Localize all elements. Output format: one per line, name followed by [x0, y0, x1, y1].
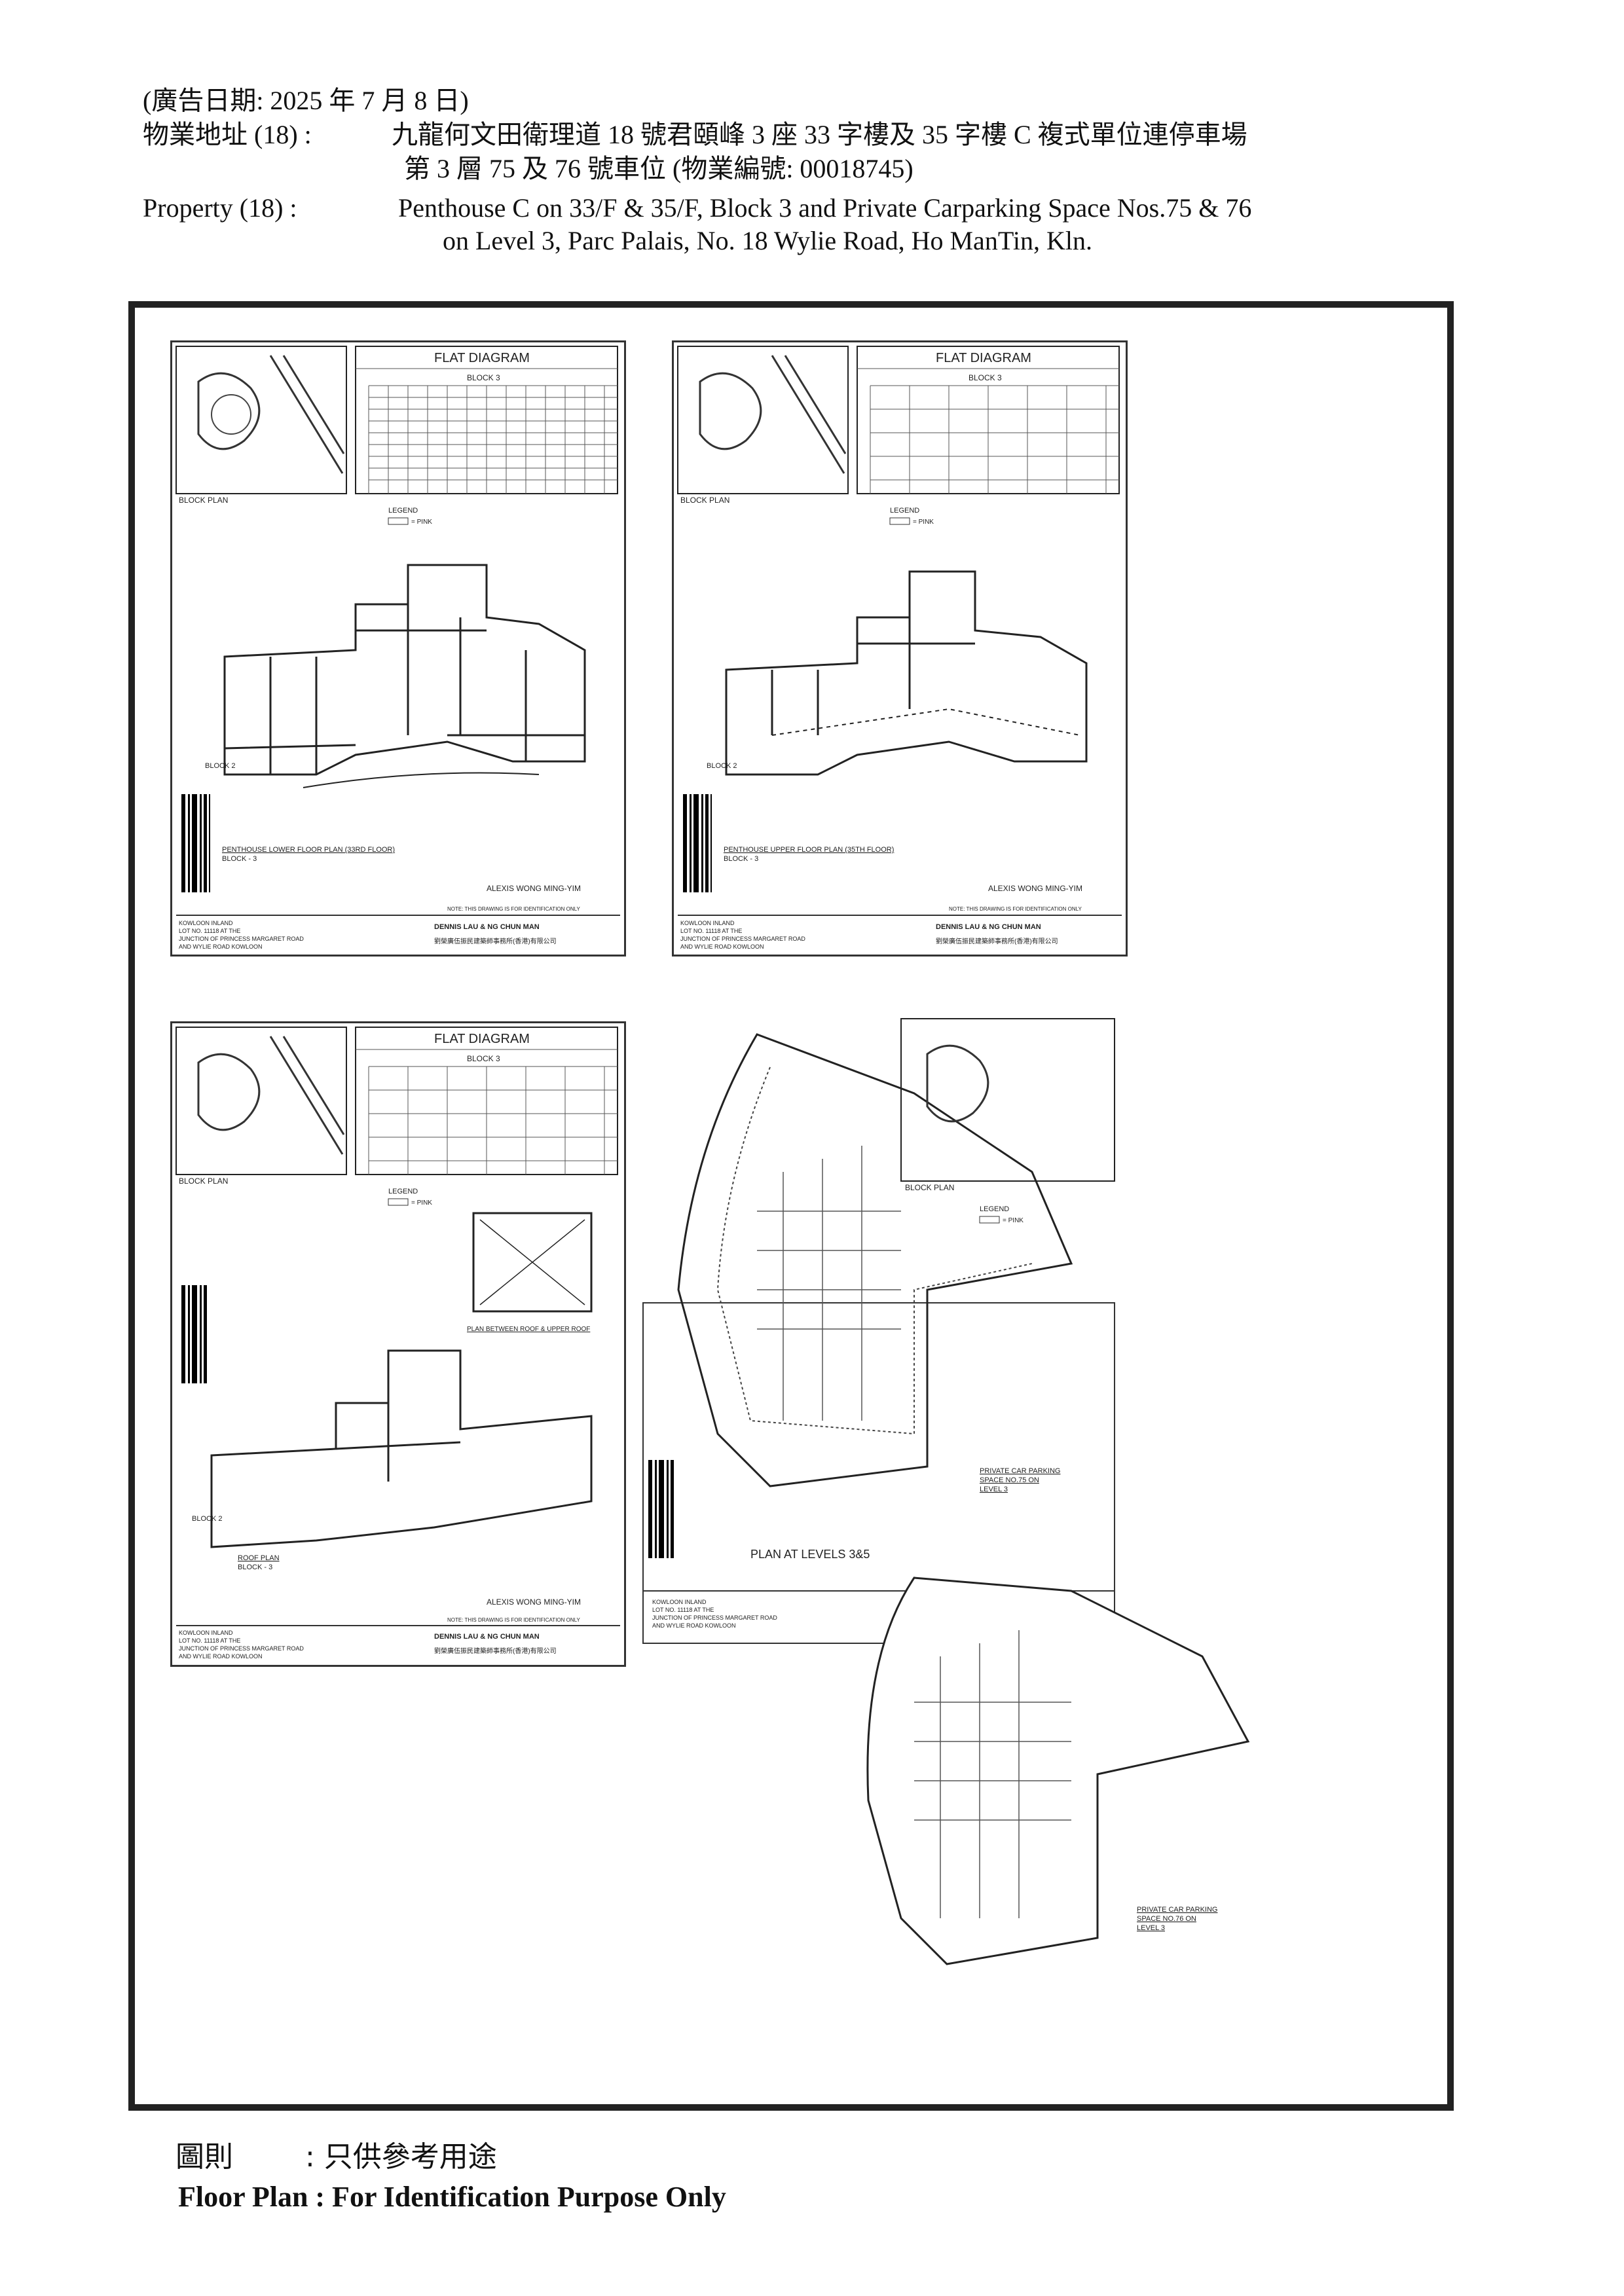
svg-text:ALEXIS WONG MING-YIM: ALEXIS WONG MING-YIM	[988, 884, 1082, 893]
svg-text:LOT NO. 11118 AT THE: LOT NO. 11118 AT THE	[179, 1637, 240, 1644]
svg-text:KOWLOON INLAND: KOWLOON INLAND	[652, 1599, 707, 1605]
lower-floor-caption: PENTHOUSE LOWER FLOOR PLAN (33RD FLOOR)	[222, 846, 395, 854]
address-en-line2: on Level 3, Parc Palais, No. 18 Wylie Ro…	[443, 226, 1092, 255]
floor-plan-frame: BLOCK PLAN FLAT DIAGRAM BLOCK 3 LEGEND	[128, 301, 1454, 2111]
roof-plan-caption: ROOF PLAN	[238, 1554, 280, 1562]
carpark-drawing: BLOCK PLAN LEGEND = PINK PRIVATE CAR PAR…	[642, 1018, 1250, 1965]
svg-text:FLAT DIAGRAM: FLAT DIAGRAM	[434, 1032, 530, 1046]
svg-text:LOT NO. 11118 AT THE: LOT NO. 11118 AT THE	[652, 1607, 714, 1613]
address-zh-line2: 第 3 層 75 及 76 號車位 (物業編號: 00018745)	[404, 154, 913, 183]
svg-text:AND WYLIE ROAD KOWLOON: AND WYLIE ROAD KOWLOON	[680, 943, 764, 950]
svg-text:LEGEND: LEGEND	[388, 1188, 418, 1195]
pink-label: = PINK	[411, 519, 432, 526]
legend-label: LEGEND	[388, 507, 418, 515]
svg-text:BLOCK 2: BLOCK 2	[192, 1515, 222, 1523]
footer-en: Floor Plan : For Identification Purpose …	[178, 2181, 726, 2213]
firm-name: DENNIS LAU & NG CHUN MAN	[434, 923, 540, 931]
parking75-line1: PRIVATE CAR PARKING	[980, 1467, 1060, 1475]
sheet-carpark-levels: BLOCK PLAN LEGEND = PINK PRIVATE CAR PAR…	[639, 1015, 1294, 2036]
roof-caption: PLAN BETWEEN ROOF & UPPER ROOF	[467, 1326, 590, 1333]
svg-text:JUNCTION OF PRINCESS MARGARET: JUNCTION OF PRINCESS MARGARET ROAD	[179, 1645, 304, 1652]
svg-text:BLOCK PLAN: BLOCK PLAN	[179, 1176, 228, 1186]
svg-text:BLOCK - 3: BLOCK - 3	[238, 1563, 272, 1571]
block-caption: BLOCK - 3	[222, 855, 257, 863]
svg-text:LOT NO. 11118 AT THE: LOT NO. 11118 AT THE	[680, 928, 742, 934]
sheet-roof: BLOCK PLAN FLAT DIAGRAM BLOCK 3 LEGEND =…	[170, 1021, 626, 1667]
svg-text:AND WYLIE ROAD KOWLOON: AND WYLIE ROAD KOWLOON	[179, 943, 263, 950]
parking76-line2: SPACE NO.76 ON	[1137, 1915, 1196, 1923]
parking75-line2: SPACE NO.75 ON	[980, 1476, 1039, 1484]
parking75-line3: LEVEL 3	[980, 1485, 1008, 1493]
property-label-en: Property (18) :	[143, 193, 297, 223]
sheet-lower-floor: BLOCK PLAN FLAT DIAGRAM BLOCK 3 LEGEND	[170, 340, 626, 957]
svg-text:BLOCK PLAN: BLOCK PLAN	[680, 496, 729, 505]
block-plan-label: BLOCK PLAN	[179, 496, 228, 505]
address-en-line1: Property (18) : Penthouse C on 33/F & 35/…	[143, 191, 1251, 225]
svg-text:FLAT DIAGRAM: FLAT DIAGRAM	[936, 351, 1031, 365]
address-zh-line1: 物業地址 (18) : 九龍何文田衛理道 18 號君頤峰 3 座 33 字樓及 3…	[143, 118, 1247, 152]
address-label-zh: 物業地址 (18) :	[143, 120, 312, 149]
svg-text:NOTE: THIS DRAWING IS FOR IDEN: NOTE: THIS DRAWING IS FOR IDENTIFICATION…	[949, 906, 1082, 912]
flat-diagram-title: FLAT DIAGRAM	[434, 351, 530, 365]
svg-text:JUNCTION OF PRINCESS MARGARET: JUNCTION OF PRINCESS MARGARET ROAD	[680, 936, 805, 942]
svg-text:BLOCK 2: BLOCK 2	[707, 762, 737, 770]
upper-floor-caption: PENTHOUSE UPPER FLOOR PLAN (35TH FLOOR)	[724, 846, 894, 854]
roof-drawing: BLOCK PLAN FLAT DIAGRAM BLOCK 3 LEGEND =…	[175, 1027, 620, 1660]
parking76-line3: LEVEL 3	[1137, 1924, 1165, 1932]
svg-text:BLOCK 3: BLOCK 3	[969, 373, 1002, 382]
architect-name: ALEXIS WONG MING-YIM	[487, 884, 581, 893]
address-zh-text: 九龍何文田衛理道 18 號君頤峰 3 座 33 字樓及 35 字樓 C 複式單位…	[392, 120, 1247, 149]
upper-floor-drawing: BLOCK PLAN FLAT DIAGRAM BLOCK 3 LEGEND =…	[677, 346, 1122, 950]
svg-text:LEGEND: LEGEND	[980, 1205, 1009, 1213]
svg-text:DENNIS LAU & NG CHUN MAN: DENNIS LAU & NG CHUN MAN	[434, 1633, 540, 1641]
footer-zh: 圖則 : 只供參考用途	[175, 2133, 497, 2175]
lower-floor-drawing: BLOCK PLAN FLAT DIAGRAM BLOCK 3 LEGEND	[175, 346, 620, 950]
svg-text:DENNIS LAU & NG CHUN MAN: DENNIS LAU & NG CHUN MAN	[936, 923, 1041, 931]
plan-levels-caption: PLAN AT LEVELS 3&5	[750, 1548, 870, 1561]
svg-text:LEGEND: LEGEND	[890, 507, 919, 515]
advertisement-date: (廣告日期: 2025 年 7 月 8 日)	[143, 86, 469, 115]
svg-text:BLOCK 3: BLOCK 3	[467, 1054, 500, 1063]
svg-text:AND WYLIE ROAD KOWLOON: AND WYLIE ROAD KOWLOON	[652, 1622, 736, 1629]
svg-text:劉榮廣伍振民建築師事務所(香港)有限公司: 劉榮廣伍振民建築師事務所(香港)有限公司	[936, 937, 1058, 945]
sheet-upper-floor: BLOCK PLAN FLAT DIAGRAM BLOCK 3 LEGEND =…	[672, 340, 1128, 957]
parking76-line1: PRIVATE CAR PARKING	[1137, 1906, 1217, 1914]
svg-text:= PINK: = PINK	[411, 1199, 432, 1207]
svg-text:ALEXIS WONG MING-YIM: ALEXIS WONG MING-YIM	[487, 1597, 581, 1607]
svg-text:LOT NO. 11118 AT THE: LOT NO. 11118 AT THE	[179, 928, 240, 934]
svg-text:BLOCK - 3: BLOCK - 3	[724, 855, 758, 863]
svg-text:BLOCK PLAN: BLOCK PLAN	[905, 1183, 954, 1192]
block2-label: BLOCK 2	[205, 762, 235, 770]
svg-text:NOTE: THIS DRAWING IS FOR IDEN: NOTE: THIS DRAWING IS FOR IDENTIFICATION…	[447, 1617, 580, 1623]
svg-text:KOWLOON INLAND: KOWLOON INLAND	[680, 920, 735, 926]
svg-text:JUNCTION OF PRINCESS MARGARET: JUNCTION OF PRINCESS MARGARET ROAD	[652, 1614, 777, 1621]
footer-zh-text: : 只供參考用途	[305, 2140, 497, 2174]
svg-text:= PINK: = PINK	[913, 519, 934, 526]
block-label: BLOCK 3	[467, 373, 500, 382]
svg-text:AND WYLIE ROAD KOWLOON: AND WYLIE ROAD KOWLOON	[179, 1653, 263, 1660]
firm-name-zh: 劉榮廣伍振民建築師事務所(香港)有限公司	[434, 937, 557, 945]
svg-text:劉榮廣伍振民建築師事務所(香港)有限公司: 劉榮廣伍振民建築師事務所(香港)有限公司	[434, 1647, 557, 1655]
id-note: NOTE: THIS DRAWING IS FOR IDENTIFICATION…	[447, 906, 580, 912]
svg-text:= PINK: = PINK	[1003, 1217, 1024, 1224]
svg-text:KOWLOON INLAND: KOWLOON INLAND	[179, 920, 233, 926]
footer-zh-label: 圖則	[175, 2140, 233, 2174]
svg-text:KOWLOON INLAND: KOWLOON INLAND	[179, 1630, 233, 1636]
svg-text:JUNCTION OF PRINCESS MARGARET: JUNCTION OF PRINCESS MARGARET ROAD	[179, 936, 304, 942]
address-en-text: Penthouse C on 33/F & 35/F, Block 3 and …	[398, 193, 1252, 223]
